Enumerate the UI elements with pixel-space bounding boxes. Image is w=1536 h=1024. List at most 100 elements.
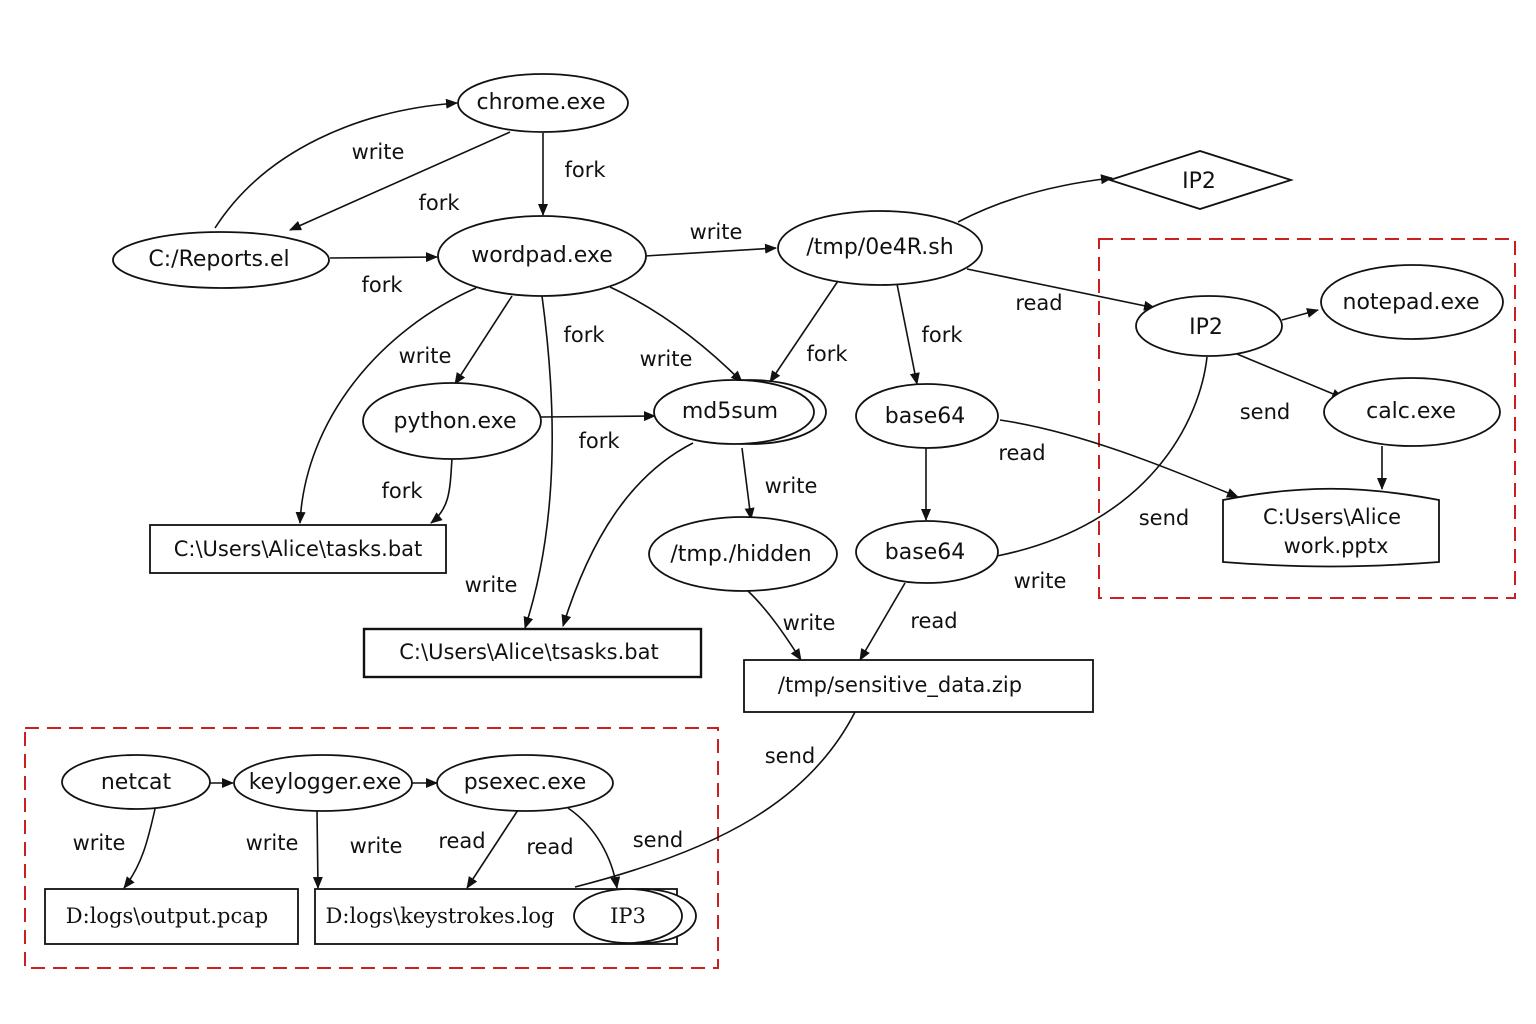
- node-label: /tmp./hidden: [670, 542, 811, 567]
- edge-base64b-ip2: [996, 356, 1208, 557]
- node-label: base64: [885, 404, 965, 429]
- node-base64-a[interactable]: base64: [855, 383, 999, 449]
- suspicious-group-bottom: [24, 727, 719, 969]
- edge-label: read: [910, 609, 957, 633]
- edge-label: send: [765, 744, 816, 768]
- node-label: chrome.exe: [476, 90, 605, 115]
- edge-label: fork: [361, 273, 403, 297]
- node-label: notepad.exe: [1343, 290, 1480, 315]
- node-label: base64: [885, 540, 965, 565]
- edge-base64a-pptx: [999, 419, 1239, 498]
- node-keylogger[interactable]: keylogger.exe: [233, 754, 413, 812]
- node-netcat[interactable]: netcat: [61, 754, 211, 810]
- node-sensitive-zip[interactable]: /tmp/sensitive_data.zip: [743, 659, 1094, 713]
- edge-label: fork: [564, 158, 606, 182]
- edge-ip2-calc: [1236, 353, 1344, 399]
- node-wordpad[interactable]: wordpad.exe: [437, 215, 647, 297]
- edge-wordpad-tsasks: [523, 295, 554, 629]
- node-label: C:/Reports.el: [148, 247, 289, 272]
- edge-label: fork: [921, 323, 963, 347]
- edge-label: write: [1014, 569, 1067, 593]
- edge-wordpad-sh: [644, 243, 777, 257]
- node-md5sum[interactable]: md5sum: [653, 379, 827, 445]
- edge-label: write: [783, 611, 836, 635]
- node-ip3[interactable]: IP3: [573, 888, 697, 944]
- edge-chrome-reports: [289, 131, 511, 231]
- edge-keylogger-log: [312, 810, 323, 889]
- node-tasks-bat[interactable]: C:\Users\Alice\tasks.bat: [149, 524, 447, 574]
- node-notepad[interactable]: notepad.exe: [1320, 264, 1504, 340]
- node-reports[interactable]: C:/Reports.el: [112, 231, 330, 289]
- node-label: IP3: [610, 904, 646, 928]
- edge-psexec-ip3: [567, 807, 621, 889]
- node-label-line1: C:Users\Alice: [1263, 505, 1401, 529]
- node-label: wordpad.exe: [471, 243, 613, 268]
- node-tmp-sh[interactable]: /tmp/0e4R.sh: [777, 210, 983, 286]
- node-label: IP2: [1189, 315, 1223, 340]
- edge-reports-wordpad: [329, 252, 438, 263]
- edge-label: write: [399, 344, 452, 368]
- suspicious-group-right: [1098, 238, 1516, 599]
- node-python[interactable]: python.exe: [362, 382, 542, 460]
- edge-md5-tsasks: [561, 442, 694, 627]
- node-tmp-hidden[interactable]: /tmp./hidden: [648, 516, 838, 592]
- edge-label: write: [765, 474, 818, 498]
- node-ip2-diamond[interactable]: IP2: [1107, 150, 1294, 210]
- edge-label: fork: [418, 191, 460, 215]
- node-label: IP2: [1182, 169, 1216, 194]
- edge-reports-chrome: [214, 98, 458, 229]
- edge-ip2-notepad: [1281, 308, 1319, 321]
- node-tsasks-bat[interactable]: C:\Users\Alice\tsasks.bat: [362, 627, 703, 679]
- edge-label: write: [352, 140, 405, 164]
- edge-md5-hidden: [741, 447, 755, 520]
- node-label: python.exe: [394, 409, 517, 434]
- node-chrome[interactable]: chrome.exe: [457, 73, 629, 133]
- node-label: C:\Users\Alice\tsasks.bat: [399, 640, 658, 664]
- edge-sh-ip2diamond: [957, 174, 1113, 223]
- node-label: D:logs\keystrokes.log: [326, 904, 555, 928]
- edge-label: read: [438, 829, 485, 853]
- edge-hidden-zip: [747, 590, 802, 661]
- node-label: D:logs\output.pcap: [66, 904, 268, 928]
- edges: [123, 98, 1387, 889]
- node-ip2[interactable]: IP2: [1135, 295, 1283, 357]
- edge-label: fork: [578, 429, 620, 453]
- edge-label: fork: [563, 323, 605, 347]
- edge-sh-base64: [896, 283, 920, 385]
- edge-label: read: [1015, 291, 1062, 315]
- edge-sh-md5: [769, 280, 839, 383]
- edge-labels: write fork fork fork write write fork wr…: [73, 140, 1291, 859]
- edge-python-md5: [539, 411, 656, 422]
- edge-label: fork: [381, 479, 423, 503]
- node-label: calc.exe: [1366, 399, 1456, 424]
- edge-zip-send: [574, 711, 856, 888]
- edge-label: send: [1240, 400, 1291, 424]
- edge-label: fork: [806, 342, 848, 366]
- edge-psexec-log: [466, 809, 519, 889]
- edge-label: write: [690, 220, 743, 244]
- node-label: netcat: [101, 770, 172, 795]
- edge-label: write: [350, 834, 403, 858]
- node-base64-b[interactable]: base64: [855, 520, 999, 584]
- node-label-line2: work.pptx: [1284, 534, 1389, 558]
- node-label: psexec.exe: [464, 770, 587, 795]
- node-label: md5sum: [682, 399, 778, 424]
- node-label: /tmp/sensitive_data.zip: [778, 673, 1022, 698]
- edge-label: write: [246, 831, 299, 855]
- edge-sh-ip2: [966, 268, 1156, 311]
- node-work-pptx[interactable]: C:Users\Alice work.pptx: [1222, 487, 1440, 568]
- edge-python-tasks: [430, 457, 453, 524]
- node-psexec[interactable]: psexec.exe: [436, 754, 614, 812]
- node-label: C:\Users\Alice\tasks.bat: [174, 537, 423, 561]
- node-label: keylogger.exe: [249, 770, 402, 795]
- edge-label: read: [526, 835, 573, 859]
- edge-label: write: [73, 831, 126, 855]
- edge-label: write: [640, 347, 693, 371]
- node-calc[interactable]: calc.exe: [1323, 377, 1501, 447]
- edge-label: send: [633, 828, 684, 852]
- node-output-pcap[interactable]: D:logs\output.pcap: [44, 888, 299, 945]
- node-label: /tmp/0e4R.sh: [806, 235, 953, 260]
- edge-netcat-pcap: [123, 808, 156, 889]
- edge-label: send: [1139, 506, 1190, 530]
